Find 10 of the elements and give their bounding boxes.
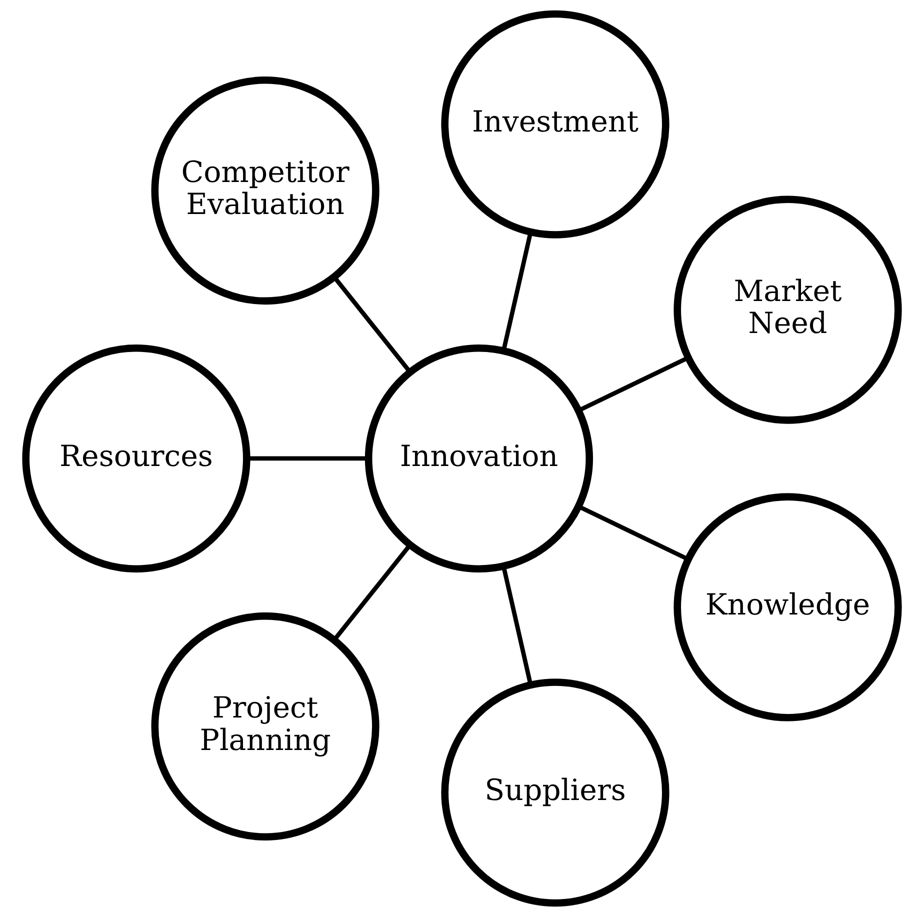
node-circle: Resources	[22, 344, 250, 573]
node-circle: Knowledge	[674, 493, 902, 722]
node-circle: Innovation	[364, 344, 594, 573]
node-circle: Investment	[441, 10, 670, 238]
node-circle: Suppliers	[441, 678, 670, 907]
connector	[332, 276, 412, 374]
connector	[332, 544, 412, 642]
node-circle: Market Need	[674, 196, 902, 424]
node-circle: Project Planning	[151, 612, 380, 840]
node-circle: Competitor Evaluation	[151, 76, 380, 305]
